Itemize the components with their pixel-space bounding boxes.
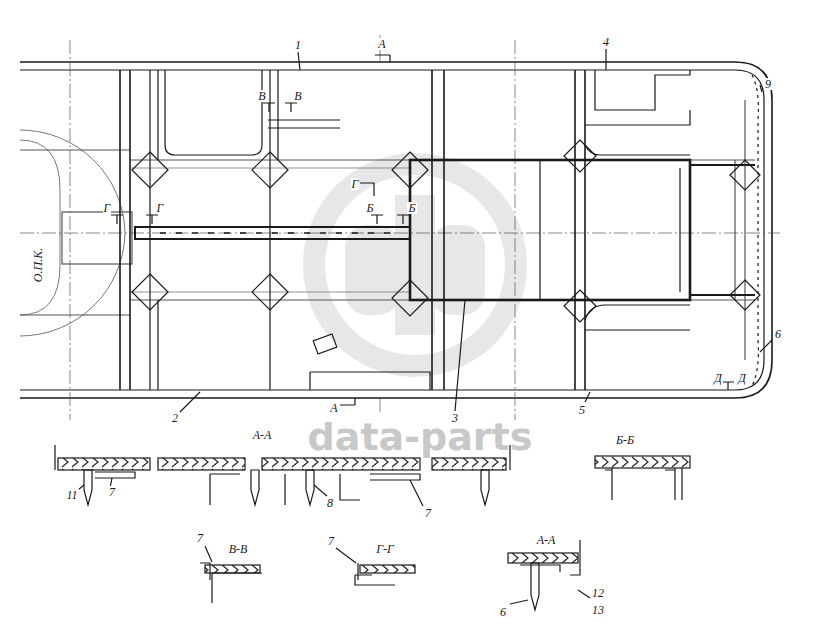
callout-number: 7 (424, 507, 432, 519)
section-mark: Б (407, 202, 416, 214)
floor-outline (20, 35, 780, 420)
callout-number: 7 (108, 486, 116, 498)
section-title: А-А (252, 429, 273, 441)
section-mark: А (329, 402, 338, 414)
callout-number: 6 (499, 606, 507, 618)
callout-number: 2 (171, 412, 179, 424)
callout-number: 6 (774, 328, 782, 340)
section-title: Б-Б (615, 434, 635, 446)
section-mark: Г (103, 202, 112, 214)
callout-number: 12 (591, 587, 605, 599)
section-mark: Д (713, 372, 723, 384)
zone-label: О.П.К. (32, 247, 44, 283)
section-mark: А (377, 38, 386, 50)
section-mark: Б (365, 202, 374, 214)
section-mark: В (293, 90, 302, 102)
callout-number: 7 (327, 535, 335, 547)
section-mark: Г (156, 202, 165, 214)
callout-number: 4 (602, 36, 610, 48)
section-mark: Г (351, 178, 360, 190)
callout-number: 8 (326, 497, 334, 509)
watermark-logo (303, 153, 527, 377)
callout-number: 9 (764, 78, 772, 90)
section-views (55, 445, 690, 610)
callout-number: 7 (196, 532, 204, 544)
section-title: В-В (228, 543, 249, 555)
section-mark: Д (737, 372, 747, 384)
callout-number: 5 (578, 404, 586, 416)
callout-number: 13 (591, 604, 605, 616)
watermark: data-parts (308, 418, 533, 456)
section-mark: В (257, 90, 266, 102)
section-title: Г-Г (375, 543, 395, 555)
callout-number: 11 (65, 489, 78, 501)
callout-number: 1 (294, 39, 302, 51)
section-title: А-А (536, 534, 557, 546)
